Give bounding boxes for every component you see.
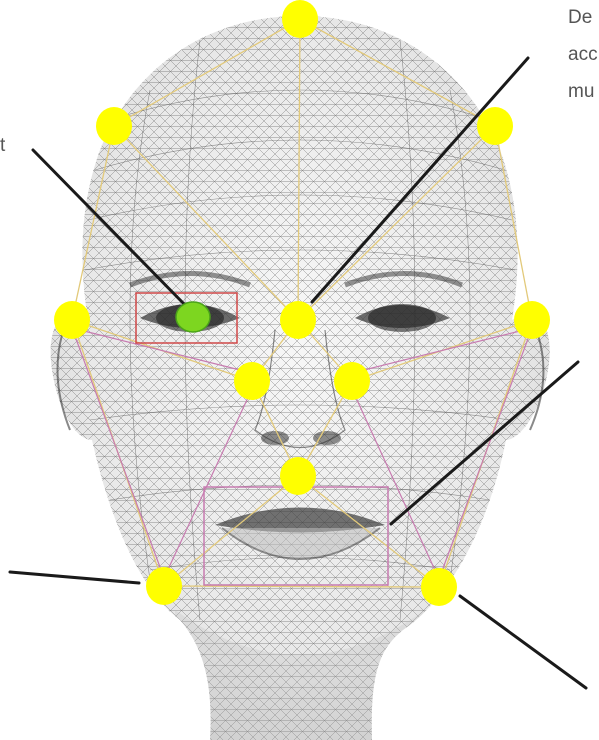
landmark-point bbox=[96, 107, 132, 145]
right-label-line-2: acc bbox=[568, 45, 598, 64]
landmark-point bbox=[477, 107, 513, 145]
landmark-point bbox=[146, 567, 182, 605]
left-label-fragment: t bbox=[0, 136, 5, 155]
landmark-point bbox=[234, 362, 270, 400]
landmark-point bbox=[54, 301, 90, 339]
pointer-line bbox=[10, 572, 139, 583]
landmark-point bbox=[334, 362, 370, 400]
landmark-point bbox=[514, 301, 550, 339]
eye-marker bbox=[176, 302, 210, 332]
landmark-point bbox=[282, 0, 318, 38]
landmark-point bbox=[280, 457, 316, 495]
landmark-point bbox=[421, 568, 457, 606]
right-label-line-3: mu bbox=[568, 82, 594, 101]
landmark-point bbox=[280, 301, 316, 339]
right-label-line-1: De bbox=[568, 8, 592, 27]
pointer-line bbox=[460, 596, 586, 688]
